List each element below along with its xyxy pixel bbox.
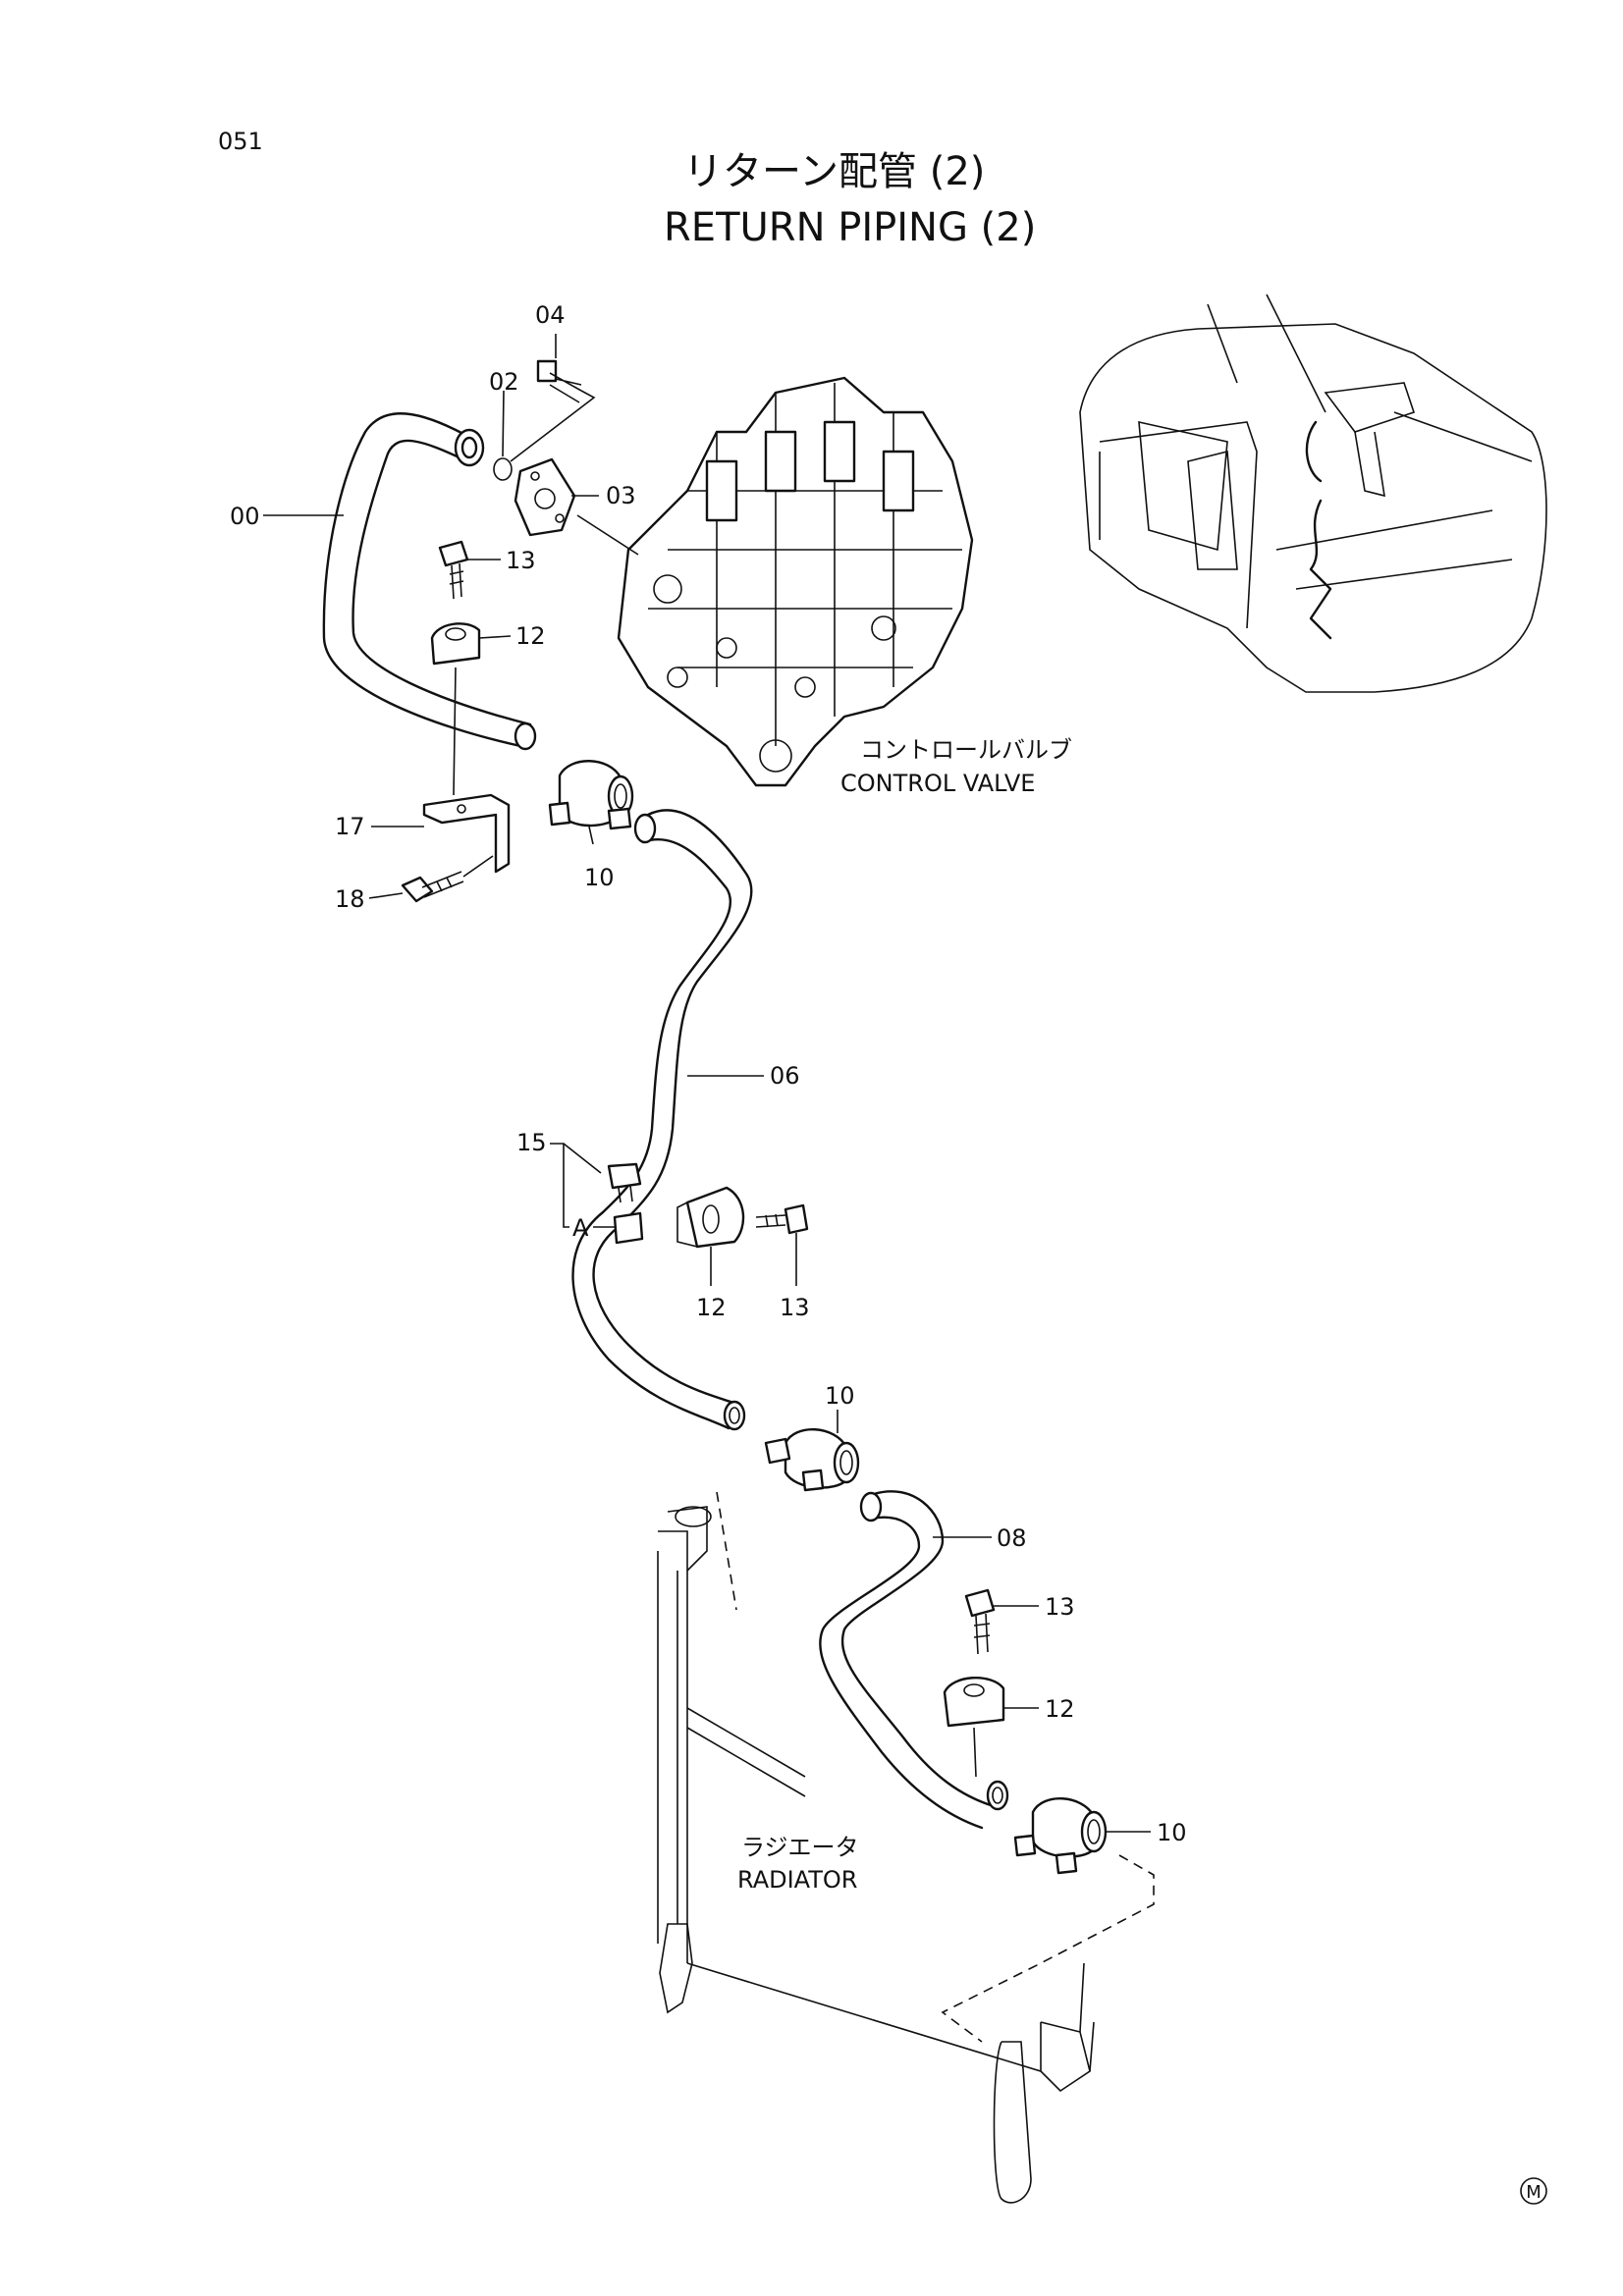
pipe-08 xyxy=(819,1490,1009,1830)
control-valve-illustration xyxy=(576,376,974,787)
port-a-label: A xyxy=(572,1214,589,1242)
excavator-location-view xyxy=(1079,294,1547,693)
bolt-13-lower xyxy=(964,1588,996,1655)
callout-12-middle: 12 xyxy=(696,1294,727,1321)
callouts: 00 02 03 04 13 12 17 18 10 06 15 12 13 1… xyxy=(230,301,1187,1846)
callout-17: 17 xyxy=(335,813,365,840)
bolt-04 xyxy=(510,359,596,462)
circled-m-letter: M xyxy=(1526,2182,1542,2203)
o-ring-02 xyxy=(493,457,513,481)
callout-00: 00 xyxy=(230,503,260,530)
callout-13-middle: 13 xyxy=(780,1294,810,1321)
leader-lines xyxy=(263,334,1151,1833)
port-a-boss xyxy=(613,1211,644,1245)
bolt-13-middle xyxy=(755,1203,809,1235)
bolt-18 xyxy=(401,855,494,903)
callout-03: 03 xyxy=(606,482,636,509)
clamp-12-lower xyxy=(943,1676,1005,1728)
flange-03 xyxy=(514,457,576,537)
callout-06: 06 xyxy=(770,1062,800,1090)
callout-12-lower: 12 xyxy=(1045,1695,1075,1723)
control-valve-label-en: CONTROL VALVE xyxy=(840,770,1035,797)
callout-13-upper: 13 xyxy=(506,547,536,574)
callout-04: 04 xyxy=(535,301,566,329)
callout-12-upper: 12 xyxy=(515,622,546,650)
callout-10-bottom: 10 xyxy=(1157,1819,1187,1846)
control-valve-label-jp: コントロールバルブ xyxy=(860,736,1072,764)
callout-10-middle: 10 xyxy=(825,1382,855,1410)
radiator-label-en: RADIATOR xyxy=(737,1866,857,1894)
callout-08: 08 xyxy=(997,1524,1027,1552)
radiator-label-jp: ラジエータ xyxy=(741,1834,859,1861)
callout-13-lower: 13 xyxy=(1045,1593,1075,1621)
hose-clamp-10-top xyxy=(548,760,634,830)
hose-clamp-10-middle xyxy=(764,1428,860,1492)
callout-10-top: 10 xyxy=(584,864,615,891)
callout-15: 15 xyxy=(516,1129,547,1156)
title-english: RETURN PIPING (2) xyxy=(664,205,1036,250)
callout-18: 18 xyxy=(335,885,365,913)
pipe-00 xyxy=(322,412,537,751)
bracket-17 xyxy=(422,793,511,874)
pipe-06 xyxy=(571,809,753,1431)
plug-15 xyxy=(607,1162,642,1203)
page-number: 051 xyxy=(218,128,263,155)
circled-m-symbol: M xyxy=(1520,2177,1547,2205)
hose-clamp-10-bottom xyxy=(1013,1797,1108,1875)
title-japanese: リターン配管 (2) xyxy=(683,149,985,194)
clamp-12-upper xyxy=(430,622,481,666)
bolt-13-upper xyxy=(438,540,469,600)
callout-02: 02 xyxy=(489,368,519,396)
radiator-illustration xyxy=(657,1491,1155,2204)
clamp-12-middle xyxy=(676,1186,745,1249)
